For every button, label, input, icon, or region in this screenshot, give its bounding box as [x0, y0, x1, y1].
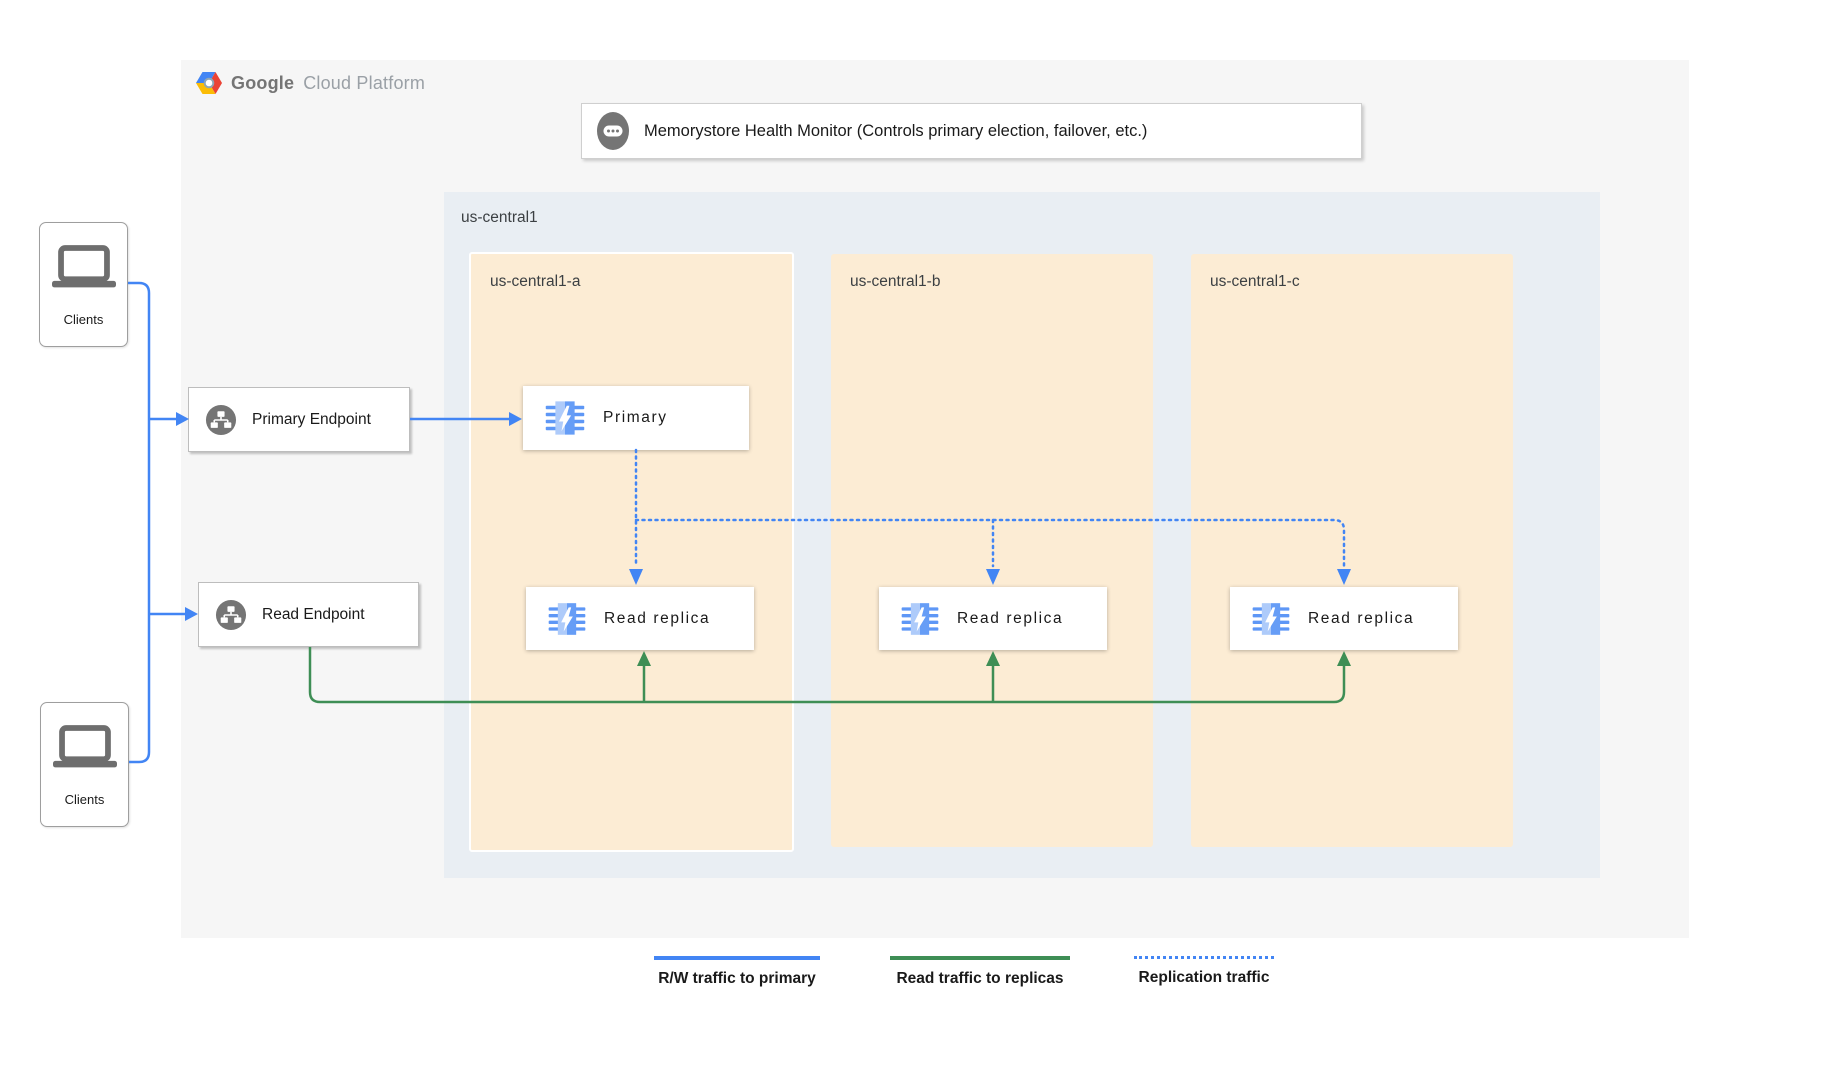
chat-dots-icon	[596, 111, 630, 151]
clients-box-bottom: Clients	[40, 702, 129, 827]
read-replica-c-box: Read replica	[1230, 587, 1458, 650]
primary-node-box: Primary	[523, 386, 749, 450]
read-replica-label: Read replica	[957, 609, 1064, 627]
zone-label: us-central1-c	[1210, 273, 1300, 290]
memorystore-icon	[900, 600, 940, 638]
legend-label: Replication traffic	[1138, 969, 1270, 986]
legend-solid-blue-line	[654, 956, 820, 960]
region-us-central1: us-central1 us-central1-a us-central1-b …	[444, 192, 1600, 878]
read-endpoint-label: Read Endpoint	[262, 605, 365, 623]
laptop-icon	[53, 725, 117, 768]
gcp-hexagon-icon	[196, 72, 222, 94]
read-replica-label: Read replica	[1308, 609, 1415, 627]
legend-rw-traffic: R/W traffic to primary	[654, 956, 820, 988]
zone-label: us-central1-b	[850, 273, 941, 290]
memorystore-icon	[544, 398, 586, 438]
zone-us-central1-c: us-central1-c	[1191, 254, 1513, 847]
clients-label: Clients	[63, 312, 104, 327]
read-replica-a-box: Read replica	[526, 587, 754, 650]
legend-label: Read traffic to replicas	[896, 970, 1064, 987]
read-endpoint-box: Read Endpoint	[198, 582, 419, 647]
health-monitor-label: Memorystore Health Monitor (Controls pri…	[644, 121, 1148, 140]
logo-brand-text: Google	[231, 72, 295, 93]
zone-us-central1-b: us-central1-b	[831, 254, 1153, 847]
zone-us-central1-a: us-central1-a	[469, 252, 794, 852]
legend-replication-traffic: Replication traffic	[1134, 956, 1274, 987]
primary-endpoint-label: Primary Endpoint	[252, 410, 371, 428]
read-replica-b-box: Read replica	[879, 587, 1107, 650]
gcp-logo: Google Cloud Platform	[196, 72, 425, 94]
legend-dotted-blue-line	[1134, 956, 1274, 959]
clients-label: Clients	[64, 792, 105, 807]
legend-read-traffic: Read traffic to replicas	[890, 956, 1070, 988]
logo-product-text: Cloud Platform	[303, 72, 426, 93]
primary-node-label: Primary	[603, 409, 668, 426]
health-monitor-box: Memorystore Health Monitor (Controls pri…	[581, 103, 1362, 159]
memorystore-icon	[1251, 600, 1291, 638]
read-replica-label: Read replica	[604, 609, 711, 627]
network-endpoint-icon	[202, 401, 240, 439]
network-endpoint-icon	[212, 596, 250, 634]
rw-clients-trunk-line	[128, 281, 151, 764]
clients-box-top: Clients	[39, 222, 128, 347]
memorystore-icon	[547, 600, 587, 638]
region-label: us-central1	[461, 209, 538, 226]
legend-label: R/W traffic to primary	[658, 970, 816, 987]
zone-label: us-central1-a	[490, 273, 581, 290]
primary-endpoint-box: Primary Endpoint	[188, 387, 410, 452]
legend-solid-green-line	[890, 956, 1070, 960]
laptop-icon	[52, 245, 116, 288]
